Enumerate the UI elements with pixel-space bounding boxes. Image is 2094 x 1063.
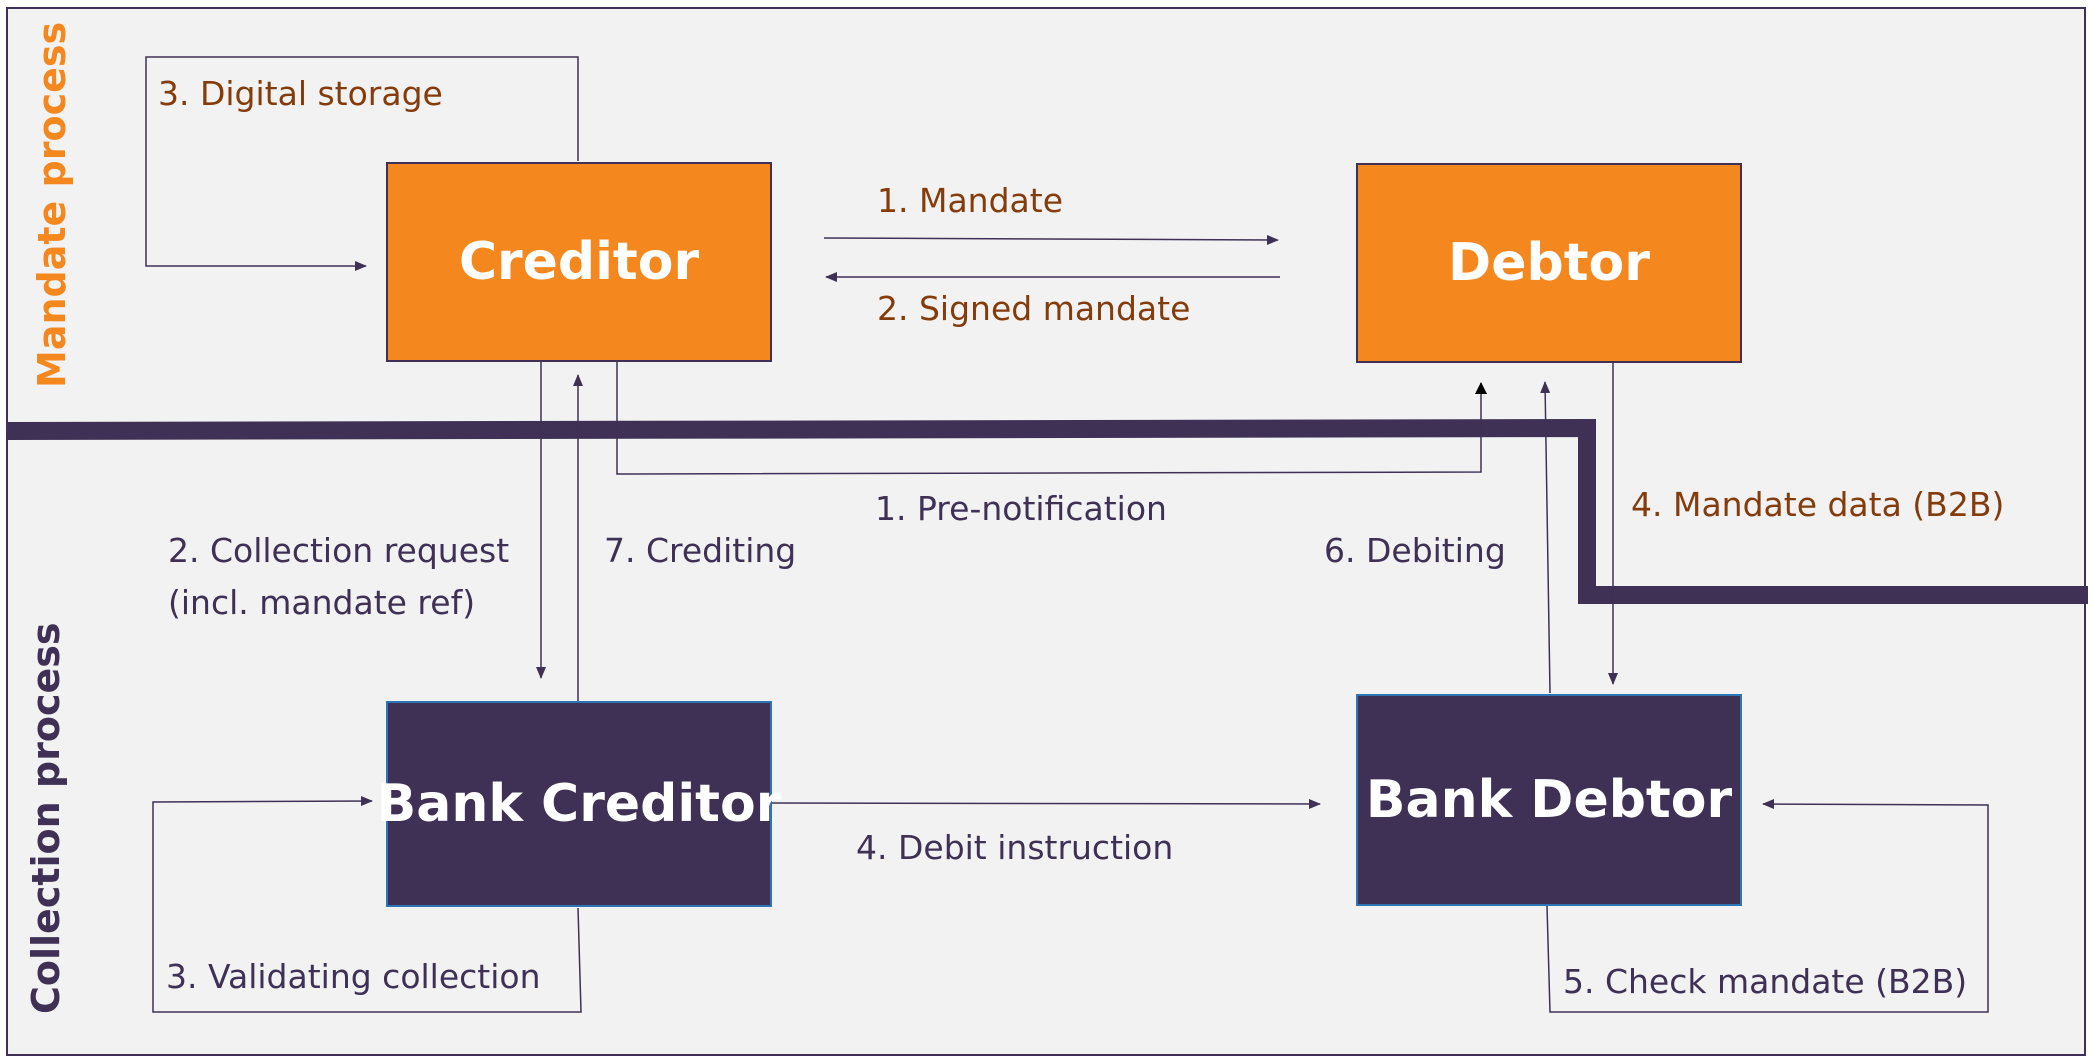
check-mandate-label: 5. Check mandate (B2B): [1563, 962, 1968, 1001]
collection-request-sublabel: (incl. mandate ref): [168, 583, 476, 622]
mandate-arrow: [823, 234, 1279, 245]
debiting-arrow: [1540, 381, 1551, 694]
creditor-box: Creditor: [386, 162, 772, 362]
debit-instruction-arrow: [770, 798, 1321, 809]
bank-debtor-box: Bank Debtor: [1356, 694, 1742, 906]
collection-request-label: 2. Collection request: [168, 531, 510, 570]
validating-collection-arrow: [152, 796, 582, 1013]
debiting-label: 6. Debiting: [1324, 531, 1506, 570]
debit-instruction-label: 4. Debit instruction: [856, 828, 1174, 867]
crediting-label: 7. Crediting: [604, 531, 797, 570]
signed-mandate-label: 2. Signed mandate: [877, 289, 1191, 328]
check-mandate-arrow: [1546, 799, 1989, 1013]
digital-storage-arrow: [145, 56, 579, 271]
digital-storage-label: 3. Digital storage: [158, 74, 443, 113]
pre-notification-arrow: [616, 362, 1487, 475]
pre-notification-label: 1. Pre-notification: [875, 489, 1167, 528]
mandate-data-label: 4. Mandate data (B2B): [1631, 485, 2005, 524]
mandate-label: 1. Mandate: [877, 181, 1063, 220]
debtor-box: Debtor: [1356, 163, 1742, 363]
validating-collection-label: 3. Validating collection: [166, 957, 541, 996]
mandate-process-label: Mandate process: [30, 21, 74, 388]
bank-creditor-box: Bank Creditor: [377, 701, 781, 907]
process-separator: [5, 418, 2088, 604]
collection-process-label: Collection process: [24, 622, 68, 1014]
